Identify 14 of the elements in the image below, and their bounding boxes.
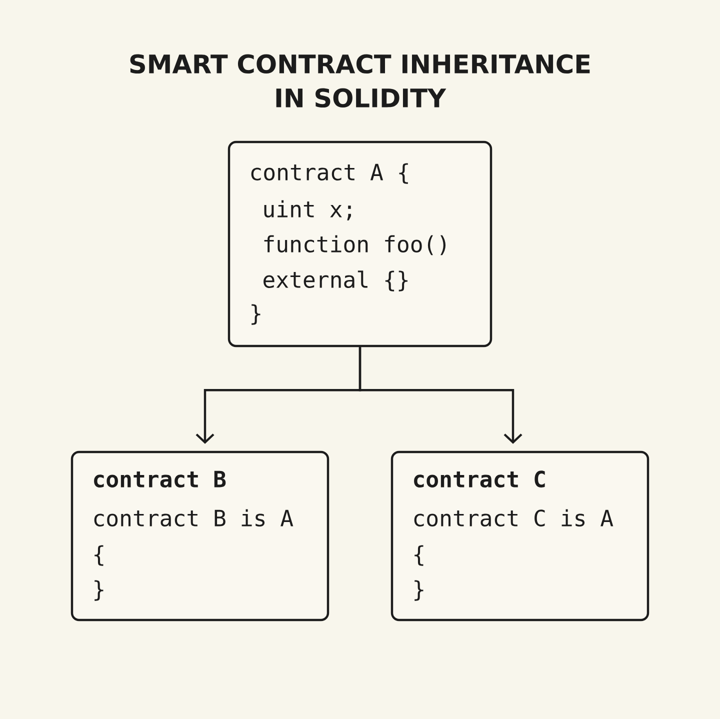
- code-line: uint x;: [264, 200, 351, 220]
- code-line: {: [94, 545, 104, 566]
- code-line: }: [252, 304, 260, 325]
- code-line: {: [414, 545, 424, 566]
- code-line: contract B is A: [94, 509, 294, 526]
- code-line: contract C is A: [414, 509, 614, 526]
- code-line: contract B: [94, 470, 226, 488]
- code-line: function foo() external {}: [264, 235, 446, 292]
- code-line: contract C: [414, 470, 545, 488]
- code-line: }: [94, 580, 104, 601]
- code-line: }: [414, 580, 424, 601]
- title: SMART CONTRACT INHERITANCE IN SOLIDITY: [130, 54, 590, 108]
- code-line: contract A {: [251, 163, 408, 184]
- arrow: [358, 347, 522, 444]
